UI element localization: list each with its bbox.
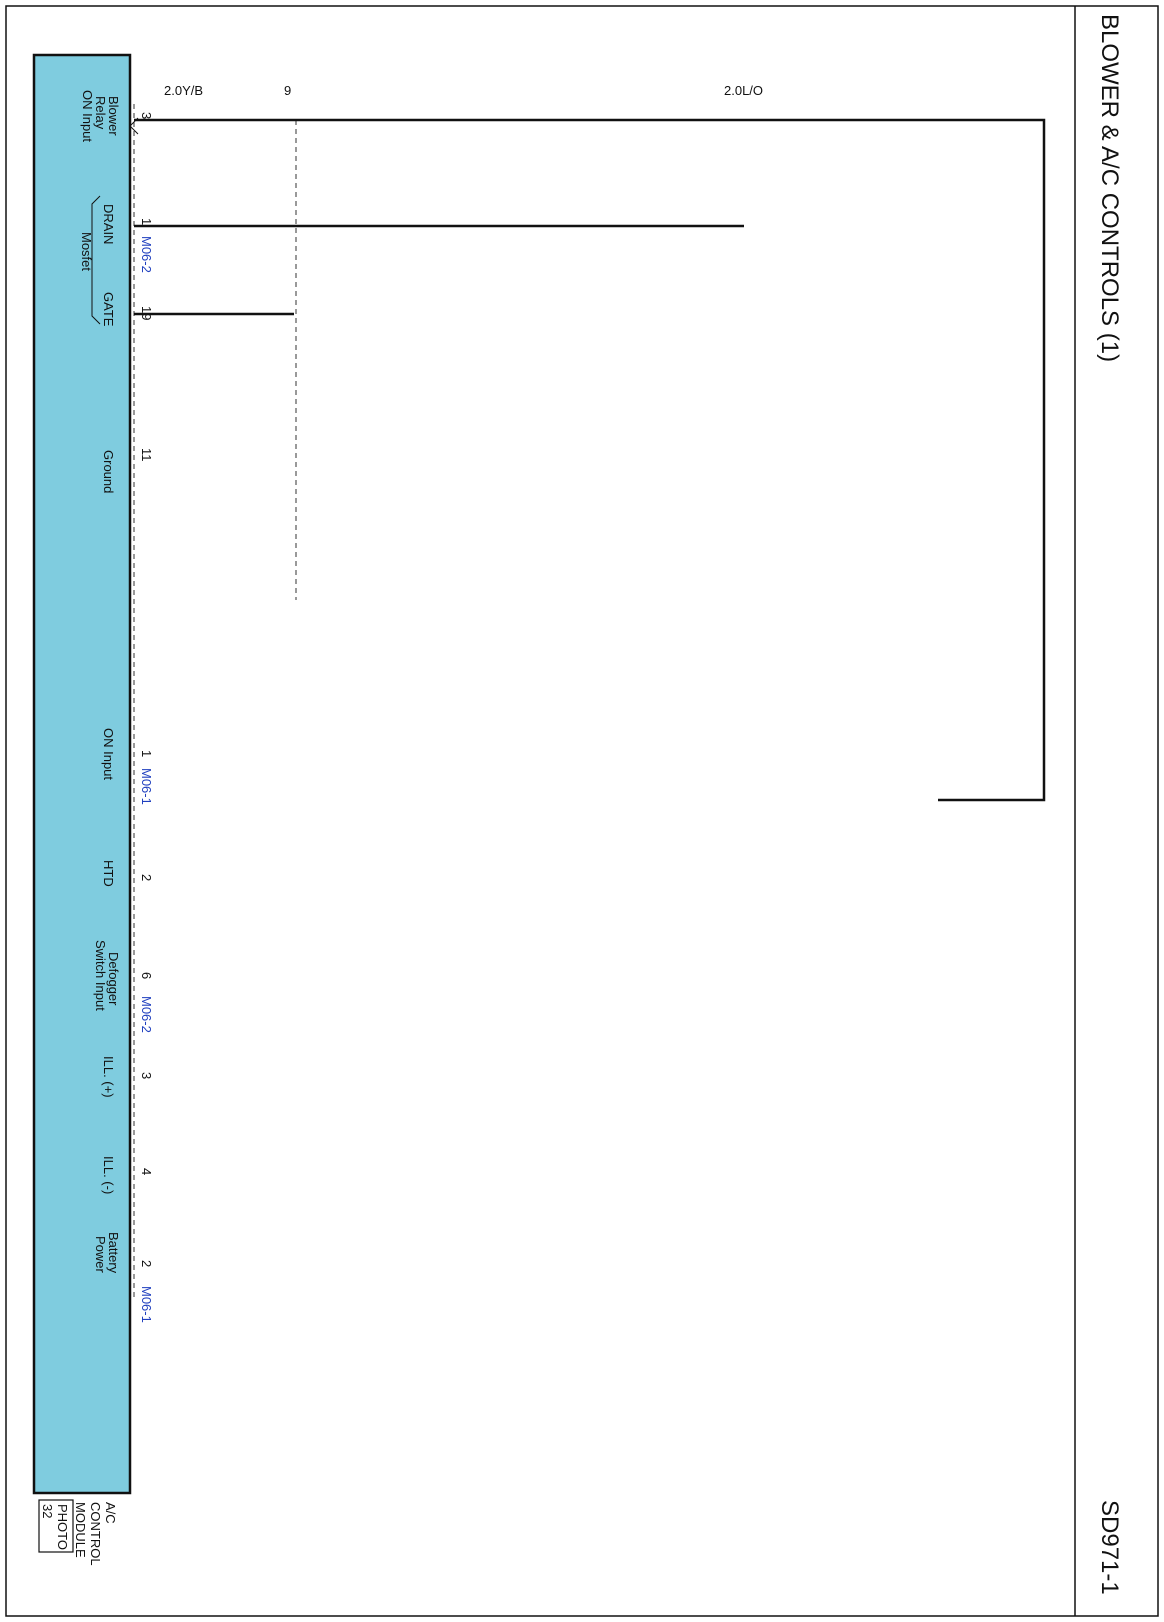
ac-module-label-line: MODULE [73,1502,88,1558]
pin-name-on-input: ON Input [101,728,116,780]
pin-number: 1 [139,750,154,757]
connector-code: M06-2 [139,236,154,273]
module-pin-names: Blower Relay ON Input DRAIN GATE Mosfet … [79,90,121,1274]
module-pin-numbers: 3 1 19 11 1 2 6 3 4 2 M06-2 M06-1 M06-2 … [139,112,154,1323]
pin-number: 2 [139,874,154,881]
ac-module-label-line: CONTROL [88,1502,103,1566]
page-border [5,5,1159,1617]
pin-number: 9 [284,83,291,98]
connector-code: M06-1 [139,768,154,805]
pin-name: Blower [106,96,121,136]
pin-name-htd: HTD [101,860,116,887]
page-title: BLOWER & A/C CONTROLS (1) [1096,14,1123,362]
pin-name-battery: Battery [106,1232,121,1274]
pin-number: 6 [139,972,154,979]
pin-number: 3 [139,112,154,119]
pin-name-mosfet: Mosfet [79,232,94,271]
pin-name-ill-plus: ILL. (+) [101,1056,116,1098]
wire-label: 2.0Y/B [164,83,203,98]
ac-module-label: A/C CONTROL MODULE PHOTO 32 [38,1499,118,1566]
pin-name-defogger: Switch Input [93,940,108,1011]
pin-number: 3 [139,1072,154,1079]
pin-name-battery: Power [93,1236,108,1274]
ac-control-module [32,53,132,1495]
pin-name-drain: DRAIN [101,204,116,244]
pin-name: ON Input [80,90,95,142]
ac-module-label-line: A/C [103,1502,118,1524]
pin-name-gate: GATE [101,292,116,327]
ac-module-photo-ref: 32 [40,1504,55,1518]
ac-module-photo-box [38,1499,74,1553]
wire-label: 2.0L/O [724,83,763,98]
pin-name-ill-minus: ILL. (-) [101,1156,116,1194]
connector-code: M06-1 [139,1286,154,1323]
pin-number: 11 [139,448,154,462]
page-code: SD971-1 [1096,1500,1123,1595]
pin-name: Relay [93,96,108,130]
pin-name-defogger: Defogger [106,952,121,1006]
pin-number: 1 [139,218,154,225]
pin-number: 2 [139,1260,154,1267]
connector-code: M06-2 [139,996,154,1033]
ac-module-photo-ref: PHOTO [55,1504,70,1550]
pin-name-ground: Ground [101,450,116,493]
wire-blower-relay-on [134,118,1046,802]
pin-number: 4 [139,1168,154,1175]
mosfet-brace [91,195,101,325]
